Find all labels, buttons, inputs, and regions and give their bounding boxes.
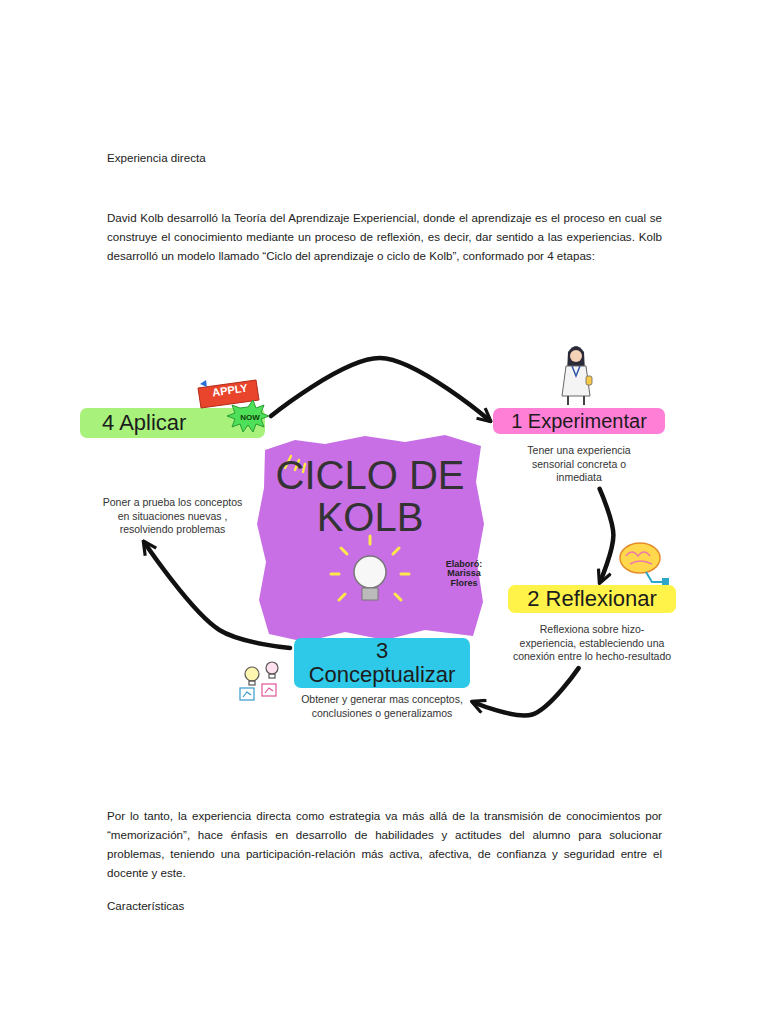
stage-description: Reflexiona sobre hizo-experiencia, estab… [512, 623, 672, 664]
stage-box: 2 ReflexionarReflexiona sobre hizo-exper… [508, 585, 676, 664]
purple-brush-shape [255, 432, 485, 644]
lightbulb-icon [331, 536, 409, 600]
stage-box: 3 ConceptualizarObtener y generar mas co… [294, 638, 470, 721]
cycle-arrow [474, 668, 579, 715]
stage-box: 1 ExperimentarTener una experiencia sens… [493, 408, 665, 485]
scientist-icon [562, 346, 592, 405]
author-credit: Elaboró: Marissa Flores [441, 560, 487, 588]
idea-icons [240, 662, 278, 700]
stage-description: Poner a prueba los conceptos en situacio… [102, 496, 244, 537]
body-paragraph: David Kolb desarrolló la Teoría del Apre… [107, 208, 662, 265]
body-paragraph: Por lo tanto, la experiencia directa com… [107, 806, 662, 882]
cycle-arrow [600, 489, 614, 581]
stage-box: 4 AplicarPoner a prueba los conceptos en… [80, 408, 265, 537]
brain-icon [620, 543, 669, 586]
title-blob: CICLO DE KOLB Elaboró: Marissa Flores [255, 432, 485, 644]
diagram-title: CICLO DE KOLB [255, 432, 485, 538]
apply-badge [198, 380, 269, 432]
cycle-arrow [271, 358, 489, 420]
stage-heading: 2 Reflexionar [508, 585, 676, 613]
stage-description: Obtener y generar mas conceptos, conclus… [297, 693, 467, 720]
section-heading: Características [107, 896, 407, 915]
page-heading: Experiencia directa [107, 148, 507, 167]
cycle-arrow [145, 543, 290, 648]
stage-heading: 1 Experimentar [493, 408, 665, 434]
stage-heading: 3 Conceptualizar [294, 638, 470, 688]
stage-description: Tener una experiencia sensorial concreta… [517, 444, 642, 485]
